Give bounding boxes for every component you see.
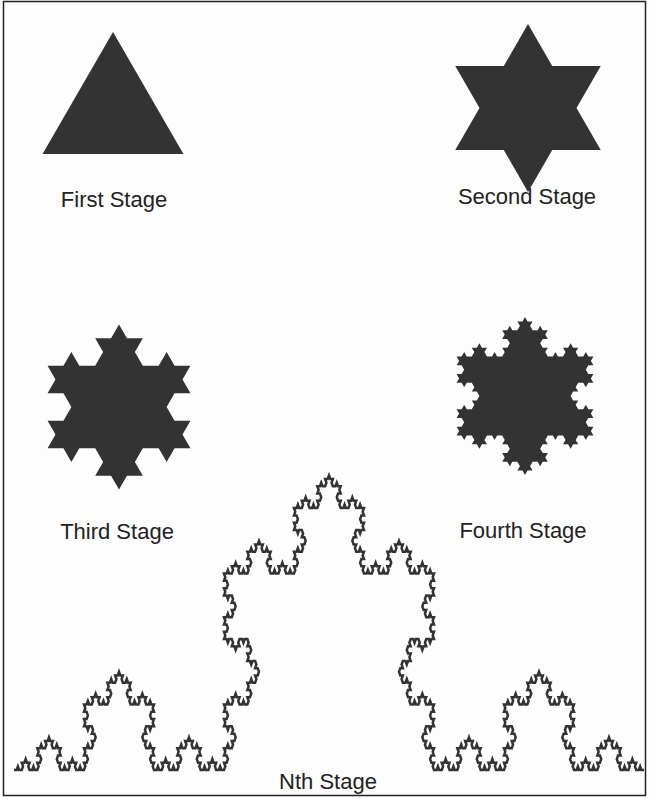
stage-label: Nth Stage [279,770,377,794]
frame [4,2,646,796]
koch-curve-nth [14,475,644,770]
koch-stage-2 [455,24,601,192]
stage-label: Fourth Stage [459,519,586,543]
koch-stage-4 [457,317,594,475]
koch-stage-1 [43,32,184,154]
stage-label: Second Stage [458,185,596,209]
koch-stage-3 [48,325,191,490]
stage-label: First Stage [61,188,167,212]
stage-label: Third Stage [60,520,174,544]
